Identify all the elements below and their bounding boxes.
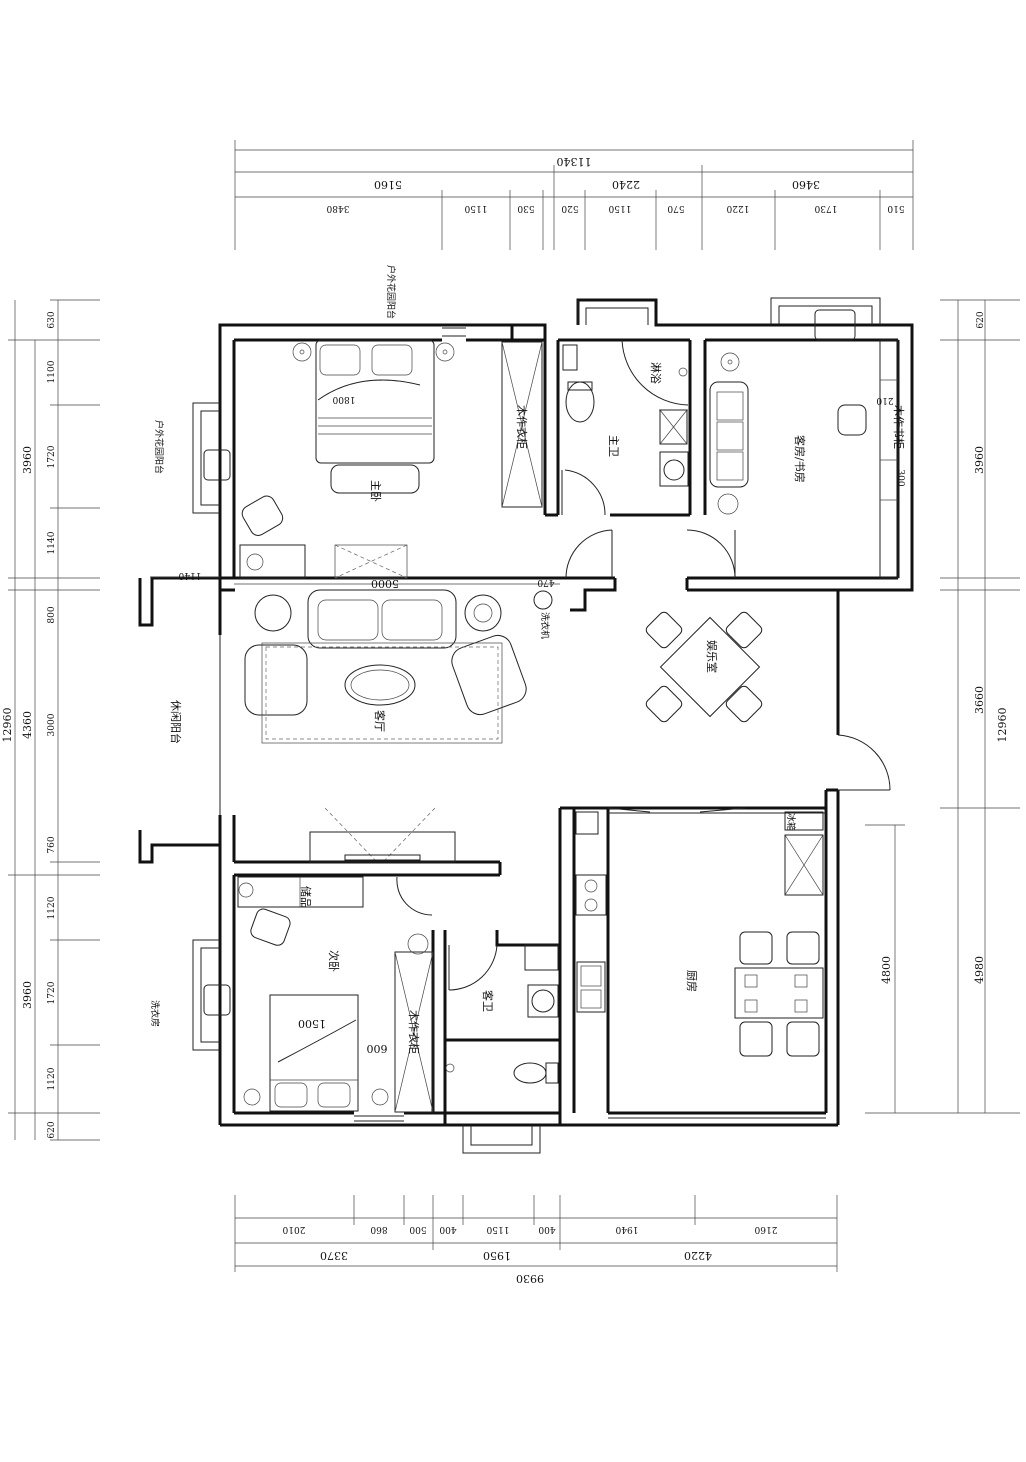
dim-right-d4: 4980 [973,956,986,984]
dim-left-d2: 1100 [47,360,57,383]
label-garden-balcony-top: 户外花园阳台 [385,265,397,319]
label-master-wardrobe: 木作衣柜 [515,405,529,449]
dim-bottom-mid-2: 1950 [483,1249,511,1262]
dim-int-1500: 1500 [298,1017,326,1030]
label-guest-study: 客房/书房 [793,435,807,483]
study-furniture [709,309,899,579]
second-bed [203,876,434,1113]
dim-left-mid-3: 3960 [21,981,34,1009]
dim-bottom-d2: 860 [370,1224,387,1234]
label-entertainment: 娱乐室 [705,640,719,673]
dimension-lines [8,140,1020,1272]
dim-top-d2: 1150 [464,203,487,213]
room-labels: 主卧 木作衣柜 主卫 淋浴 客房/书房 木作书柜 客厅 娱乐室 洗衣机 休闲阳台… [149,265,905,1054]
master-bed [292,339,455,494]
dim-top-d7: 1220 [726,203,749,213]
dim-right-d2: 3960 [973,446,986,474]
dim-top-d4: 520 [561,203,578,213]
label-guest-bath: 客卫 [481,990,495,1012]
furniture [203,309,899,1113]
master-bath-fixtures [562,339,689,487]
dim-bottom-mid-1: 3370 [320,1249,348,1262]
doors [396,469,891,991]
dim-right-d1: 620 [976,311,986,328]
dim-int-600: 600 [367,1042,388,1055]
dim-top-d9: 510 [887,203,904,213]
dim-bottom-d3: 500 [409,1224,426,1234]
label-master-bedroom: 主卧 [369,480,382,502]
walls [218,298,914,1127]
label-second-wardrobe: 木作衣柜 [407,1010,421,1054]
dim-left-d5: 800 [47,606,57,623]
label-garden-balcony-left: 户外花园阳台 [153,420,165,474]
label-laundry-balcony: 洗衣房 [149,1000,161,1027]
dim-bottom-d1: 2010 [282,1224,305,1234]
label-shelf: 储品 [299,886,313,908]
dim-int-210: 210 [876,395,893,405]
plant-icon-2 [407,933,429,955]
label-washer: 洗衣机 [539,612,551,639]
dim-top-mid-1: 5160 [374,178,402,191]
dim-bottom-d5: 1150 [486,1224,509,1234]
dimension-labels: 11340 5160 2240 3460 3480 1150 530 520 1… [1,155,1009,1285]
dim-bottom-d6: 400 [538,1224,555,1234]
kitchen-fixtures [575,811,824,1057]
label-second-bedroom: 次卧 [327,950,341,972]
dim-left-d10: 1120 [47,1067,57,1090]
dim-int-470: 470 [537,577,554,587]
plant-icon [717,493,739,515]
label-bookcase: 木作书柜 [892,405,905,449]
dim-int-5000: 5000 [371,577,399,590]
dim-bottom-d7: 1940 [615,1224,638,1234]
dim-left-d8: 1120 [47,896,57,919]
dim-left-d9: 1720 [47,981,57,1004]
dim-top-d3: 530 [517,203,534,213]
dim-left-d3: 1720 [47,445,57,468]
dim-right-d3: 3660 [973,686,986,714]
dim-left-d1: 630 [47,311,57,328]
dim-int-1800: 1800 [332,394,355,404]
label-kitchen: 厨房 [685,970,698,992]
label-fridge: 冰箱 [785,813,797,831]
dim-top-mid-3: 3460 [792,178,820,191]
dim-top-d1: 3480 [326,203,349,213]
dim-bottom-mid-3: 4220 [684,1249,712,1262]
dim-top-d5: 1150 [608,203,631,213]
label-leisure-balcony: 休闲阳台 [169,700,183,744]
dim-bottom-d8: 2160 [754,1224,777,1234]
dim-bottom-total: 9930 [516,1272,544,1285]
dim-left-d11: 620 [47,1121,57,1138]
interior-dimensions: 1140 5000 470 1800 1500 600 210 300 [150,394,905,1055]
dim-top-mid-2: 2240 [612,178,640,191]
dim-left-mid-2: 4360 [21,711,34,739]
entertainment-table [645,611,763,723]
dim-int-300: 300 [895,469,905,486]
living-furniture [244,589,553,863]
guest-bath-fixtures [445,944,559,1084]
dim-right-inner: 4800 [880,956,893,984]
label-living: 客厅 [373,710,387,732]
dim-top-total: 11340 [557,155,592,168]
dim-left-d7: 760 [47,836,57,853]
dim-left-total: 12960 [1,708,14,743]
dim-top-d6: 570 [667,203,684,213]
dim-right-total: 12960 [996,708,1009,743]
balconies [138,297,881,1154]
dim-int-1140: 1140 [178,570,201,580]
master-wardrobe [501,341,543,508]
dim-left-mid-1: 3960 [21,446,34,474]
dim-top-d8: 1730 [814,203,837,213]
label-master-bath: 主卫 [607,435,620,457]
dim-bottom-d4: 400 [439,1224,456,1234]
label-shower: 淋浴 [649,362,662,384]
dim-left-d4: 1140 [47,531,57,554]
dim-left-d6: 3000 [47,713,57,736]
